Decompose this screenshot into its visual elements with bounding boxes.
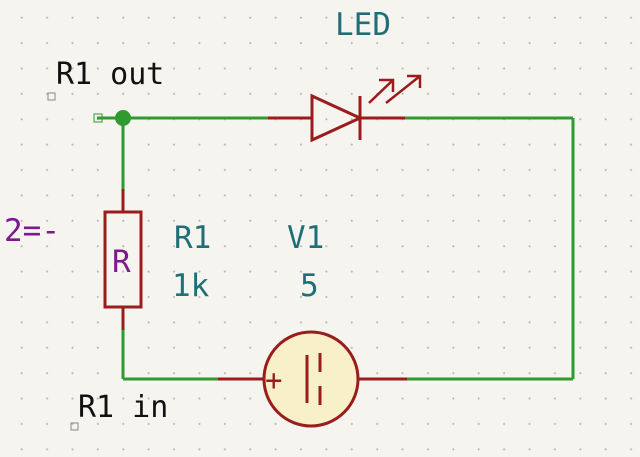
led-light-arrows-icon bbox=[368, 74, 422, 104]
resistor-component[interactable] bbox=[103, 189, 143, 330]
source-plus-sign: + bbox=[265, 363, 282, 397]
junction-dot[interactable] bbox=[115, 110, 131, 126]
source-body bbox=[262, 330, 360, 428]
source-value: 5 bbox=[300, 268, 319, 304]
led-reference: LED bbox=[335, 7, 391, 43]
resistor-pin-marker: 2=- bbox=[4, 213, 60, 249]
net-marker-top[interactable] bbox=[93, 113, 103, 123]
source-reference: V1 bbox=[287, 220, 324, 256]
net-label-top[interactable]: R1 out bbox=[56, 57, 164, 92]
net-marker-top-label-anchor bbox=[47, 92, 56, 101]
voltage-source-component[interactable] bbox=[218, 330, 407, 428]
resistor-body-text: R bbox=[112, 244, 131, 280]
resistor-value: 1k bbox=[172, 268, 210, 304]
led-triangle bbox=[310, 93, 364, 143]
net-label-bottom[interactable]: R1 in bbox=[78, 390, 168, 425]
led-component[interactable] bbox=[268, 74, 422, 143]
net-marker-bottom-label-anchor bbox=[70, 422, 79, 431]
wires bbox=[97, 116, 575, 381]
resistor-reference: R1 bbox=[174, 220, 211, 256]
